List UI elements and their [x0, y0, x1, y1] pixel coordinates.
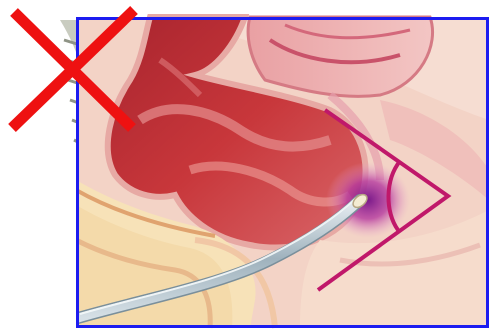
x-mark-icon — [4, 4, 144, 134]
